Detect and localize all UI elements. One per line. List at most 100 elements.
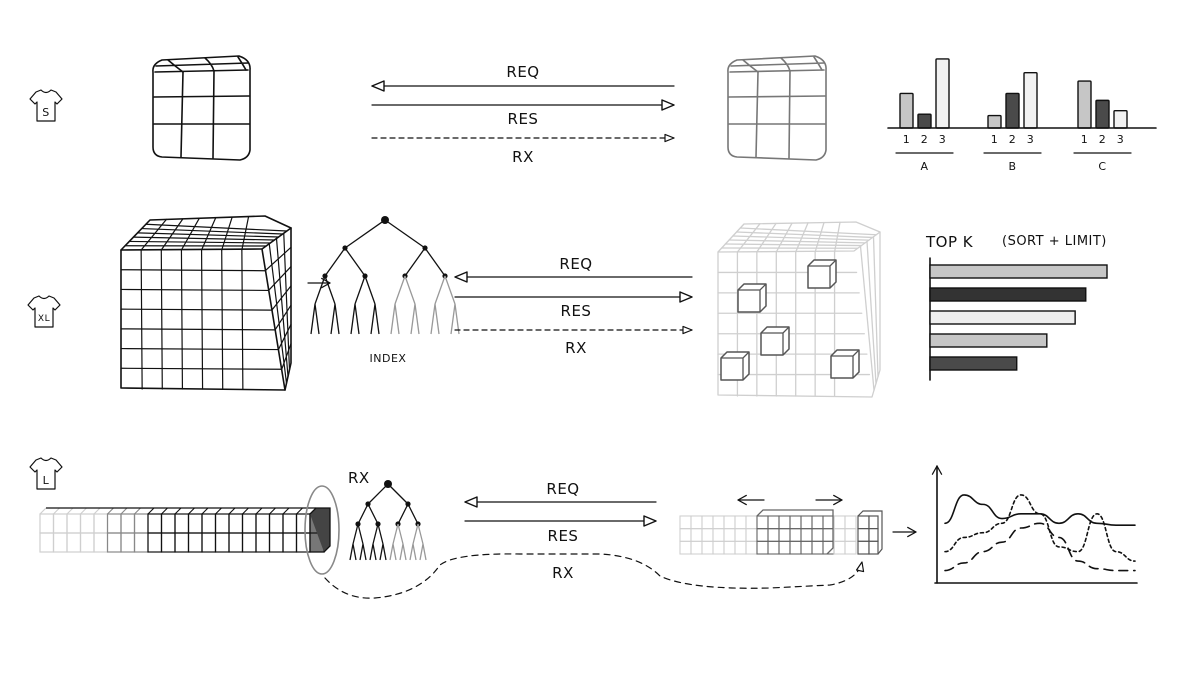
row2-arrows: REQ RES RX bbox=[454, 255, 693, 357]
window-cell bbox=[778, 528, 791, 542]
window-cell bbox=[844, 515, 857, 530]
long-bar-cell bbox=[52, 532, 68, 553]
long-bar-top bbox=[242, 507, 249, 515]
window-cell bbox=[844, 540, 857, 555]
long-bar-top bbox=[134, 507, 141, 515]
bar-a-2 bbox=[917, 113, 932, 129]
cube-front-v bbox=[180, 249, 184, 390]
tshirt-s-label: S bbox=[42, 106, 49, 119]
faint-side-line bbox=[866, 240, 877, 385]
bar-tick-label: 1 bbox=[1081, 133, 1089, 146]
cube-side-line bbox=[271, 285, 292, 311]
bar-tick-label: 2 bbox=[1009, 133, 1017, 146]
cube-top-line bbox=[221, 216, 233, 251]
window-cell bbox=[811, 540, 824, 555]
window-cell bbox=[690, 540, 703, 555]
tree-edge bbox=[324, 275, 336, 305]
window-target-cell bbox=[857, 515, 870, 530]
window-cell bbox=[712, 528, 725, 542]
long-bar-cell bbox=[133, 513, 149, 534]
tree-edge bbox=[364, 275, 376, 305]
tree-edge bbox=[387, 483, 409, 505]
tshirt-l-label: L bbox=[43, 474, 50, 487]
window-cell bbox=[789, 528, 802, 542]
window-cell bbox=[756, 515, 769, 530]
window-cell bbox=[701, 540, 714, 555]
topk-bar-4 bbox=[929, 333, 1048, 348]
window-cell bbox=[767, 540, 780, 555]
long-bar-cell bbox=[295, 513, 311, 534]
window-target-cell bbox=[868, 540, 879, 555]
bar-b-1 bbox=[987, 114, 1002, 129]
long-bar-cell bbox=[187, 532, 203, 553]
small-tree-leaf-fan bbox=[399, 543, 407, 561]
tree-edge bbox=[444, 275, 456, 305]
cube-front-h bbox=[120, 367, 283, 370]
long-bar-cell bbox=[79, 513, 95, 534]
long-bar-cell bbox=[201, 513, 217, 534]
long-bar-cell bbox=[241, 513, 257, 534]
row1-response-label: RES bbox=[508, 110, 539, 128]
tree-edge bbox=[392, 523, 399, 545]
topk-subtitle: (SORT + LIMIT) bbox=[1002, 234, 1107, 249]
row3-request-label: REQ bbox=[546, 480, 579, 498]
window-cell bbox=[734, 528, 747, 542]
tree-edge bbox=[314, 275, 326, 305]
window-cell bbox=[734, 540, 747, 555]
tree-edge bbox=[357, 503, 369, 525]
long-bar-cell bbox=[147, 513, 163, 534]
long-bar-top bbox=[80, 507, 87, 515]
tree-edge bbox=[407, 503, 419, 525]
cube-side-line bbox=[277, 323, 292, 351]
line-series-dashed bbox=[944, 522, 1136, 572]
selected-block-edge bbox=[808, 259, 837, 288]
tree-edge bbox=[394, 275, 406, 305]
window-cell bbox=[778, 540, 791, 555]
long-bar-top bbox=[53, 507, 60, 515]
tshirt-xl-label: XL bbox=[38, 314, 50, 324]
long-bar-top bbox=[201, 507, 209, 515]
long-bar-cell bbox=[282, 513, 298, 534]
row2-request-label: REQ bbox=[559, 255, 592, 273]
small-tree-leaf-fan bbox=[409, 543, 417, 561]
cube-front-h bbox=[120, 328, 276, 331]
cube-side-line bbox=[274, 304, 292, 331]
long-bar-top bbox=[120, 507, 128, 515]
row1-transfer-label: RX bbox=[512, 148, 534, 166]
window-cell bbox=[712, 540, 725, 555]
small-tree-leaf-fan bbox=[419, 543, 427, 561]
long-bar-top bbox=[147, 507, 155, 515]
bar-b-3 bbox=[1023, 72, 1038, 129]
faint-top-line bbox=[814, 221, 825, 253]
bar-tick-label: 2 bbox=[1099, 133, 1107, 146]
long-bar-top bbox=[255, 507, 263, 515]
small-tree-leaf-fan bbox=[389, 543, 397, 561]
window-cell bbox=[701, 515, 714, 530]
tree-edge bbox=[412, 523, 419, 545]
tree-leaf-fan bbox=[430, 303, 440, 335]
window-cell bbox=[723, 515, 736, 530]
long-bar-cell bbox=[133, 532, 149, 553]
selection-ellipse bbox=[304, 485, 340, 575]
topk-bar-chart: TOP K (SORT + LIMIT) bbox=[925, 233, 1108, 381]
window-cell bbox=[800, 528, 813, 542]
long-bar-cell bbox=[39, 532, 55, 553]
cube-front-v bbox=[160, 249, 163, 390]
window-cell bbox=[767, 515, 780, 530]
long-bar-cell bbox=[255, 513, 271, 534]
large-data-cube bbox=[120, 215, 292, 391]
tree-leaf-fan bbox=[390, 303, 400, 335]
tree-edge bbox=[344, 247, 366, 277]
long-bar-cell bbox=[93, 532, 109, 553]
bar-tick-label: 1 bbox=[991, 133, 999, 146]
window-cell bbox=[844, 528, 857, 542]
cube-side-line bbox=[281, 343, 292, 370]
long-bar-cell bbox=[228, 532, 244, 553]
faint-top-line bbox=[732, 235, 870, 241]
long-bar-top bbox=[269, 507, 276, 515]
tshirt-s-icon: S bbox=[29, 89, 63, 122]
selected-block-edge bbox=[721, 351, 750, 380]
long-bar-cell bbox=[160, 513, 176, 534]
selected-block bbox=[760, 326, 790, 356]
long-bar-cell bbox=[201, 532, 217, 553]
